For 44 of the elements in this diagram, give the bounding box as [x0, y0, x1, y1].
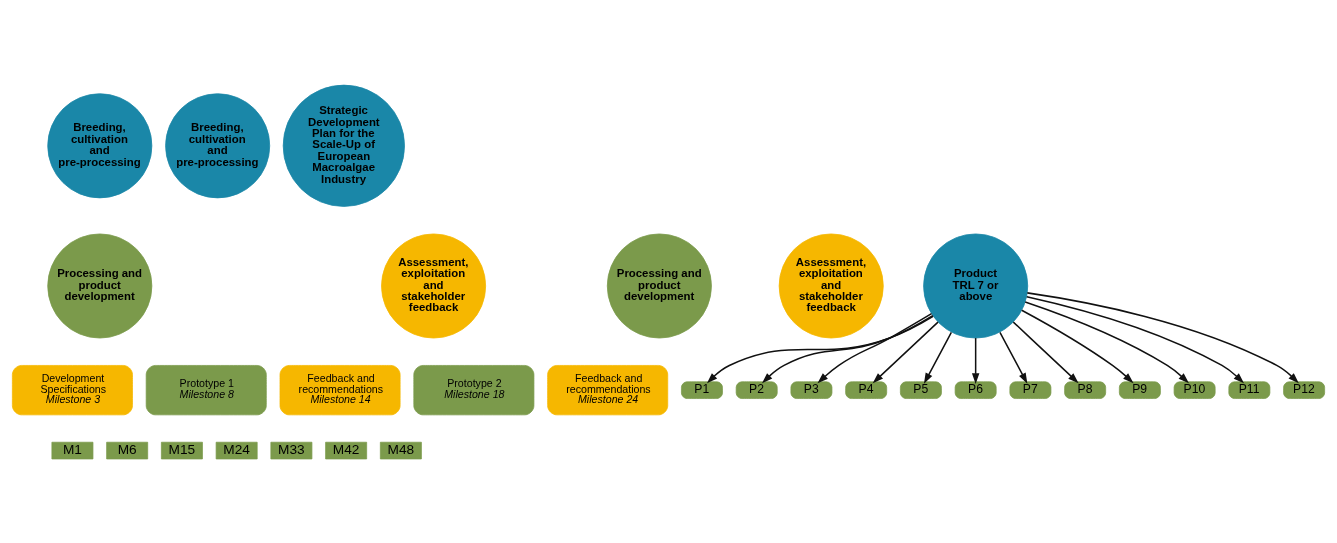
node-box: P9 [1118, 380, 1161, 399]
node-box: P3 [790, 380, 833, 399]
node-circle: Assessment, exploitation and stakeholder feedback [778, 233, 884, 338]
node-box: Feedback and recommendations Milestone 14 [279, 364, 401, 415]
node-box: P10 [1173, 380, 1216, 399]
node-circle: Processing and product development [606, 233, 712, 338]
arrow [1020, 309, 1134, 383]
node-box: Prototype 1 Milestone 8 [145, 364, 267, 415]
node-circle: Assessment, exploitation and stakeholder feedback [381, 233, 487, 338]
node-box: P5 [900, 380, 942, 399]
arrow [1012, 320, 1079, 383]
node-box: P6 [954, 380, 997, 399]
node-box: M6 [106, 441, 149, 459]
node-box: M48 [379, 441, 422, 459]
arrow [1024, 300, 1189, 383]
node-box: M1 [51, 441, 94, 459]
node-box: P1 [681, 380, 723, 399]
arrow [923, 331, 953, 384]
arrow [762, 314, 934, 383]
arrow [1026, 291, 1299, 383]
node-box: Development Specifications Milestone 3 [12, 364, 133, 415]
arrow [706, 315, 934, 383]
node-box: P7 [1009, 380, 1052, 399]
node-box: Prototype 2 Milestone 18 [413, 364, 535, 415]
arrow [817, 312, 933, 383]
node-box: P12 [1283, 380, 1325, 399]
arrow [999, 331, 1028, 384]
node-circle: Processing and product development [47, 233, 153, 338]
node-circle: Product TRL 7 or above [923, 233, 1029, 338]
arrow [1025, 295, 1244, 383]
node-box: Feedback and recommendations Milestone 24 [547, 364, 669, 415]
node-circle: Strategic Development Plan for the Scale-Up of European Macroalgae Industry [282, 84, 405, 207]
node-box: P11 [1228, 380, 1271, 399]
node-circle: Breeding, cultivation and pre-processing [165, 92, 271, 198]
node-box: M33 [270, 441, 313, 459]
node-circle: Breeding, cultivation and pre-processing [47, 92, 153, 198]
arrow [872, 320, 939, 383]
node-box: P4 [845, 380, 888, 399]
node-box: M24 [215, 441, 258, 459]
node-box: M42 [325, 441, 368, 459]
arrow [971, 336, 980, 384]
node-box: P2 [735, 380, 778, 399]
node-box: P8 [1064, 380, 1107, 399]
node-box: M15 [161, 441, 203, 459]
